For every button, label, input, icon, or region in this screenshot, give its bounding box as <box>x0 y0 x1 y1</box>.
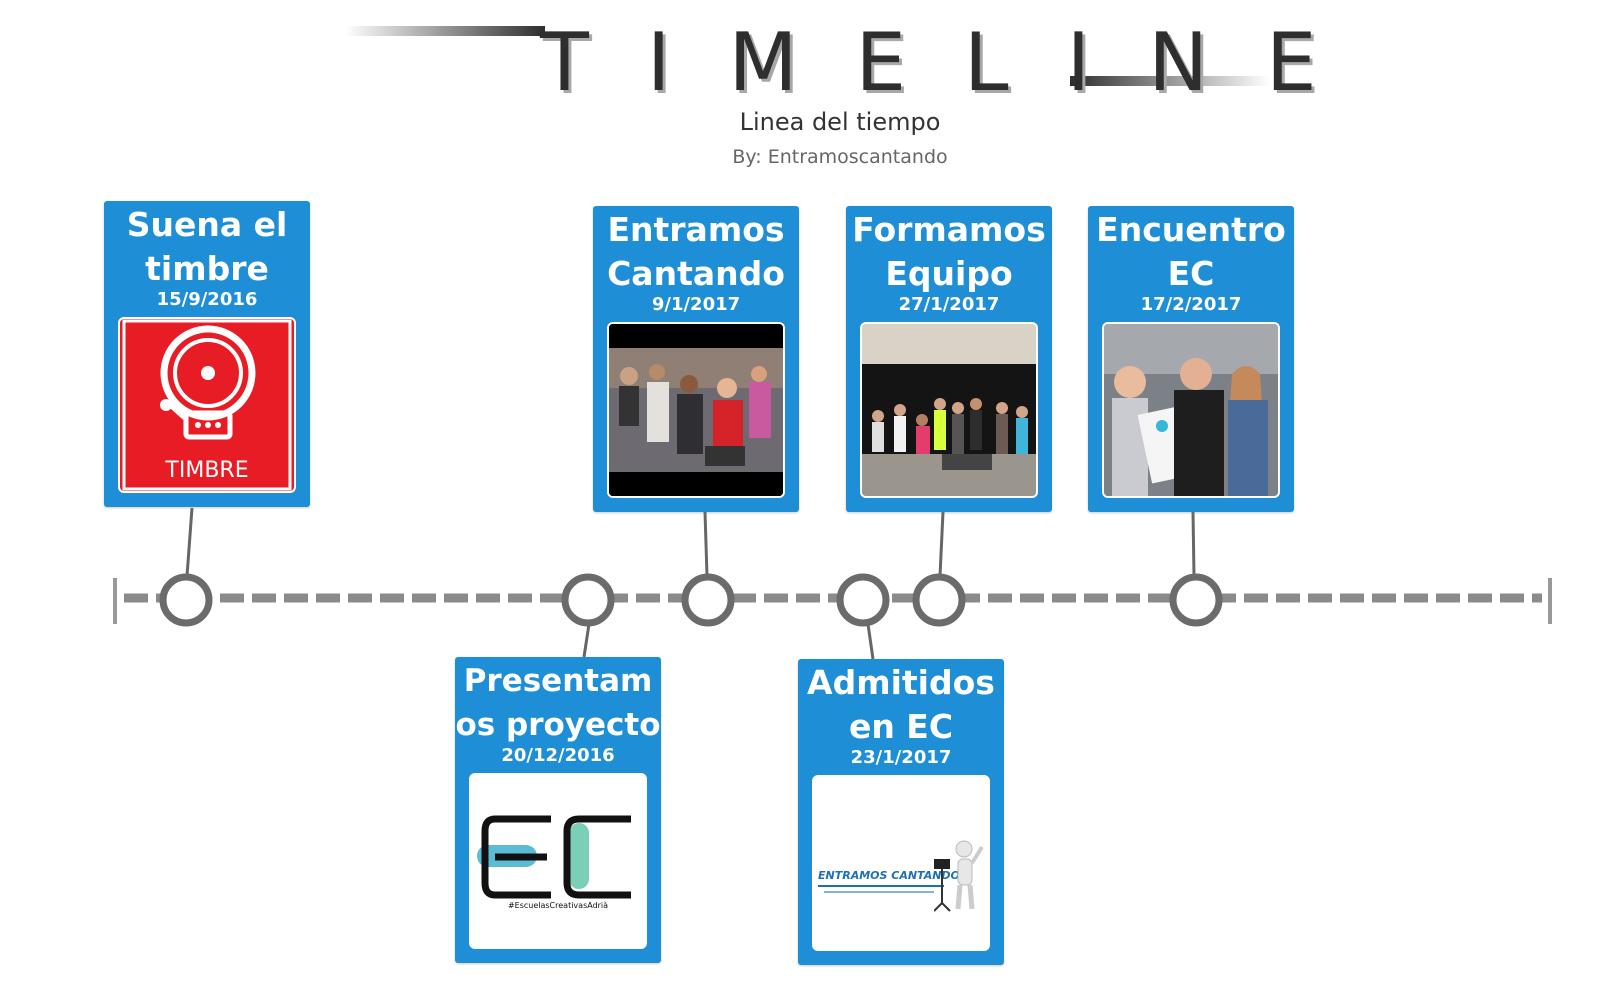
bell-sign-label: TIMBRE <box>165 458 249 483</box>
connector-encuentro <box>1191 511 1196 577</box>
title-decor-right <box>1070 76 1270 86</box>
node-equipo[interactable] <box>912 573 966 627</box>
children-photo <box>607 322 785 498</box>
connector-admitidos <box>866 623 875 660</box>
event-title: Suena el timbre <box>126 205 288 288</box>
page-subtitle: Linea del tiempo <box>739 108 941 136</box>
ec-logo-image: #EscuelasCreativasAdrià <box>469 773 647 949</box>
event-date: 9/1/2017 <box>651 294 741 315</box>
meeting-photo <box>1102 322 1280 498</box>
event-card-proyecto[interactable]: Presentam os proyecto 20/12/2016 #Escuel… <box>455 657 661 963</box>
entramos-cantando-logo: ENTRAMOS CANTANDO <box>812 775 990 951</box>
node-cantando[interactable] <box>681 573 735 627</box>
event-date: 27/1/2017 <box>898 294 1000 315</box>
ec-logo-caption: #EscuelasCreativasAdrià <box>507 901 609 910</box>
event-card-timbre[interactable]: Suena el timbre 15/9/2016 TIMBRE <box>104 201 310 507</box>
event-card-admitidos[interactable]: Admitidos en EC 23/1/2017 ENTRAMOS CANTA… <box>798 659 1004 965</box>
event-title: Entramos Cantando <box>607 210 785 293</box>
connector-proyecto <box>582 623 591 658</box>
page-title: TIMELINE <box>540 16 1375 109</box>
node-admitidos[interactable] <box>836 573 890 627</box>
connector-cantando <box>703 511 709 577</box>
event-card-encuentro[interactable]: Encuentro EC 17/2/2017 <box>1088 206 1294 512</box>
event-title: Formamos Equipo <box>852 210 1046 293</box>
page-byline: By: Entramoscantando <box>732 146 948 168</box>
connector-equipo <box>938 511 945 577</box>
event-title: Presentam os proyecto <box>455 663 661 743</box>
bell-sign-image: TIMBRE <box>118 317 296 493</box>
event-title: Encuentro EC <box>1096 210 1286 293</box>
logo-text: ENTRAMOS CANTANDO <box>818 869 960 882</box>
event-date: 20/12/2016 <box>501 745 615 766</box>
event-card-cantando[interactable]: Entramos Cantando 9/1/2017 <box>593 206 799 512</box>
title-block: TIMELINE <box>0 0 1600 110</box>
team-photo <box>860 322 1038 498</box>
event-date: 23/1/2017 <box>850 747 952 768</box>
connector-timbre <box>185 507 194 577</box>
node-proyecto[interactable] <box>561 573 615 627</box>
event-date: 17/2/2017 <box>1140 294 1242 315</box>
node-encuentro[interactable] <box>1169 573 1223 627</box>
event-date: 15/9/2016 <box>156 289 258 310</box>
event-card-equipo[interactable]: Formamos Equipo 27/1/2017 <box>846 206 1052 512</box>
event-title: Admitidos en EC <box>807 663 995 746</box>
node-timbre[interactable] <box>159 573 213 627</box>
title-decor-left <box>345 26 545 36</box>
